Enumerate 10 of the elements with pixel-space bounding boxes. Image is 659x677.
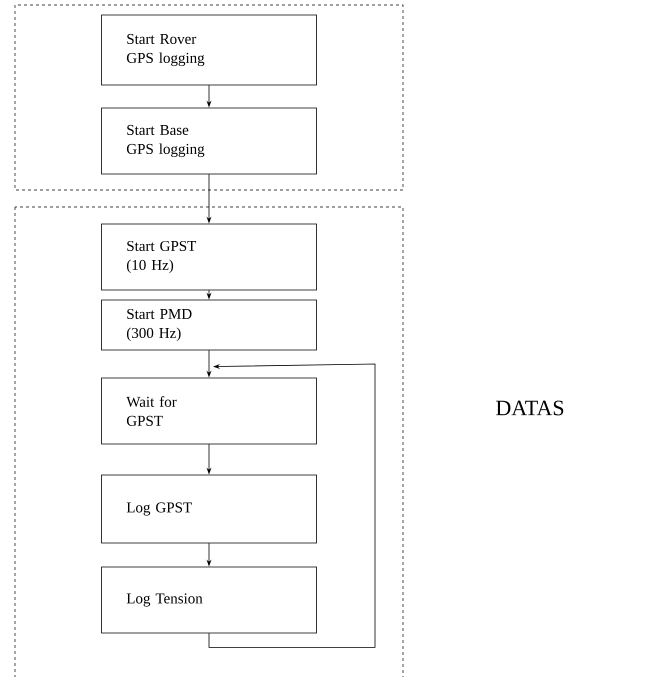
process-box: Wait for GPST: [101, 378, 317, 444]
process-box: Start Rover GPS logging: [101, 14, 317, 86]
arrow: [208, 364, 376, 648]
dashed-group-frame: [14, 4, 404, 190]
group-label: DATAS: [496, 400, 564, 416]
process-box: Start Base GPS logging: [101, 108, 317, 174]
process-box: Start GPST (10 Hz): [101, 224, 317, 290]
process-box: Log GPST: [101, 474, 317, 544]
process-box: Start PMD (300 Hz): [101, 300, 317, 350]
process-box: Log Tension: [101, 566, 317, 634]
